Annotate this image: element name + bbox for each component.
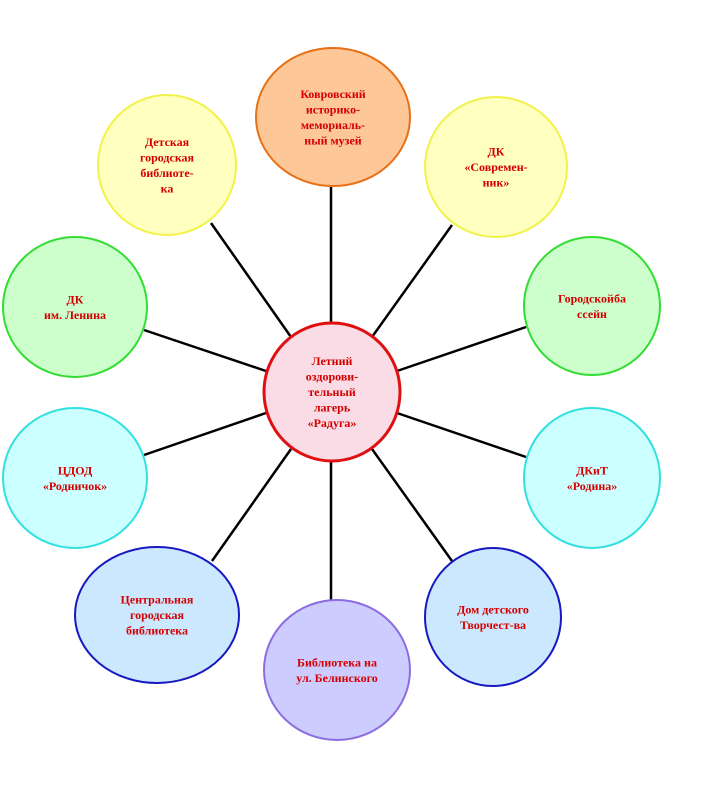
- node-belinsky-library-ellipse: [263, 599, 411, 741]
- node-museum-label-line-2: историко-: [306, 102, 360, 116]
- node-children-creativity-house-ellipse: [424, 547, 562, 687]
- node-children-library-label-line-2: городская: [140, 150, 195, 164]
- node-dkit-rodina-ellipse: [523, 407, 661, 549]
- node-pool-label-line-1: Городскойба: [558, 291, 626, 305]
- center-node-label-line-1: Летний: [312, 354, 353, 368]
- node-central-library-ellipse: [74, 546, 240, 684]
- node-dk-sovremennik-label-line-2: «Современ-: [464, 160, 527, 174]
- node-central-library-label-line-2: городская: [130, 608, 185, 622]
- node-museum-label-line-4: ный музей: [304, 133, 362, 147]
- connector-cdod-rodnichok: [143, 411, 267, 457]
- node-dk-sovremennik-label-line-3: ник»: [483, 176, 510, 190]
- node-pool: Городскойба ссейн: [523, 236, 661, 376]
- node-dk-sovremennik-ellipse: [424, 96, 568, 238]
- node-central-library-label-line-3: библиотека: [126, 624, 188, 638]
- connector-dk-lenina: [143, 328, 267, 373]
- connector-children-library: [209, 222, 293, 338]
- connector-pool: [396, 325, 527, 373]
- node-dk-sovremennik: ДК«Современ-ник»: [424, 96, 568, 238]
- center-node-label-line-4: лагерь: [314, 401, 351, 415]
- node-dkit-rodina: ДКиТ «Родина»: [523, 407, 661, 549]
- connector-central-library: [210, 448, 293, 562]
- node-belinsky-library: Библиотека на ул. Белинского: [263, 599, 411, 741]
- node-children-library-label-line-3: библиоте-: [140, 166, 193, 180]
- node-dkit-rodina-label-line-1: ДКиТ: [576, 463, 608, 477]
- node-pool-ellipse: [523, 236, 661, 376]
- node-museum-label-line-1: Ковровский: [300, 87, 365, 101]
- node-cdod-rodnichok-label-line-2: «Родничок»: [43, 479, 107, 493]
- node-children-library-label-line-1: Детская: [145, 135, 190, 149]
- node-cdod-rodnichok-ellipse: [2, 407, 148, 549]
- node-dk-lenina-label-line-2: им. Ленина: [44, 308, 106, 322]
- node-dk-lenina-ellipse: [2, 236, 148, 378]
- node-children-library-label-line-4: ка: [161, 181, 174, 195]
- node-belinsky-library-label-line-2: ул. Белинского: [296, 671, 378, 685]
- connectors: [143, 187, 527, 601]
- center-node: Летний оздорови-тельный лагерь«Радуга»: [262, 321, 402, 463]
- connector-dkit-rodina: [396, 411, 527, 459]
- node-central-library-label-line-1: Центральная: [121, 593, 194, 607]
- node-pool-label-line-2: ссейн: [577, 307, 607, 321]
- node-dk-sovremennik-label-line-1: ДК: [488, 145, 505, 159]
- center-node-label-line-2: оздорови-: [306, 370, 358, 384]
- node-museum-ellipse: [255, 47, 411, 187]
- node-children-creativity-house-label-line-2: Творчест-ва: [460, 618, 526, 632]
- node-dkit-rodina-label-line-2: «Родина»: [567, 479, 618, 493]
- node-belinsky-library-label-line-1: Библиотека на: [297, 655, 377, 669]
- node-dk-lenina-label-line-1: ДК: [67, 292, 84, 306]
- center-node-ellipse: [262, 321, 402, 463]
- connector-children-creativity-house: [370, 448, 454, 562]
- node-cdod-rodnichok-label-line-1: ЦДОД: [58, 463, 93, 477]
- node-dk-lenina: ДК им. Ленина: [2, 236, 148, 378]
- node-children-creativity-house-label-line-1: Дом детского: [457, 602, 529, 616]
- node-children-library-ellipse: [97, 94, 237, 236]
- node-cdod-rodnichok: ЦДОД «Родничок»: [2, 407, 148, 549]
- node-museum-label-line-3: мемориаль-: [301, 118, 365, 132]
- connector-dk-sovremennik: [370, 224, 454, 338]
- center-node-label-line-5: «Радуга»: [308, 416, 357, 430]
- center-node-label-line-3: тельный: [308, 385, 356, 399]
